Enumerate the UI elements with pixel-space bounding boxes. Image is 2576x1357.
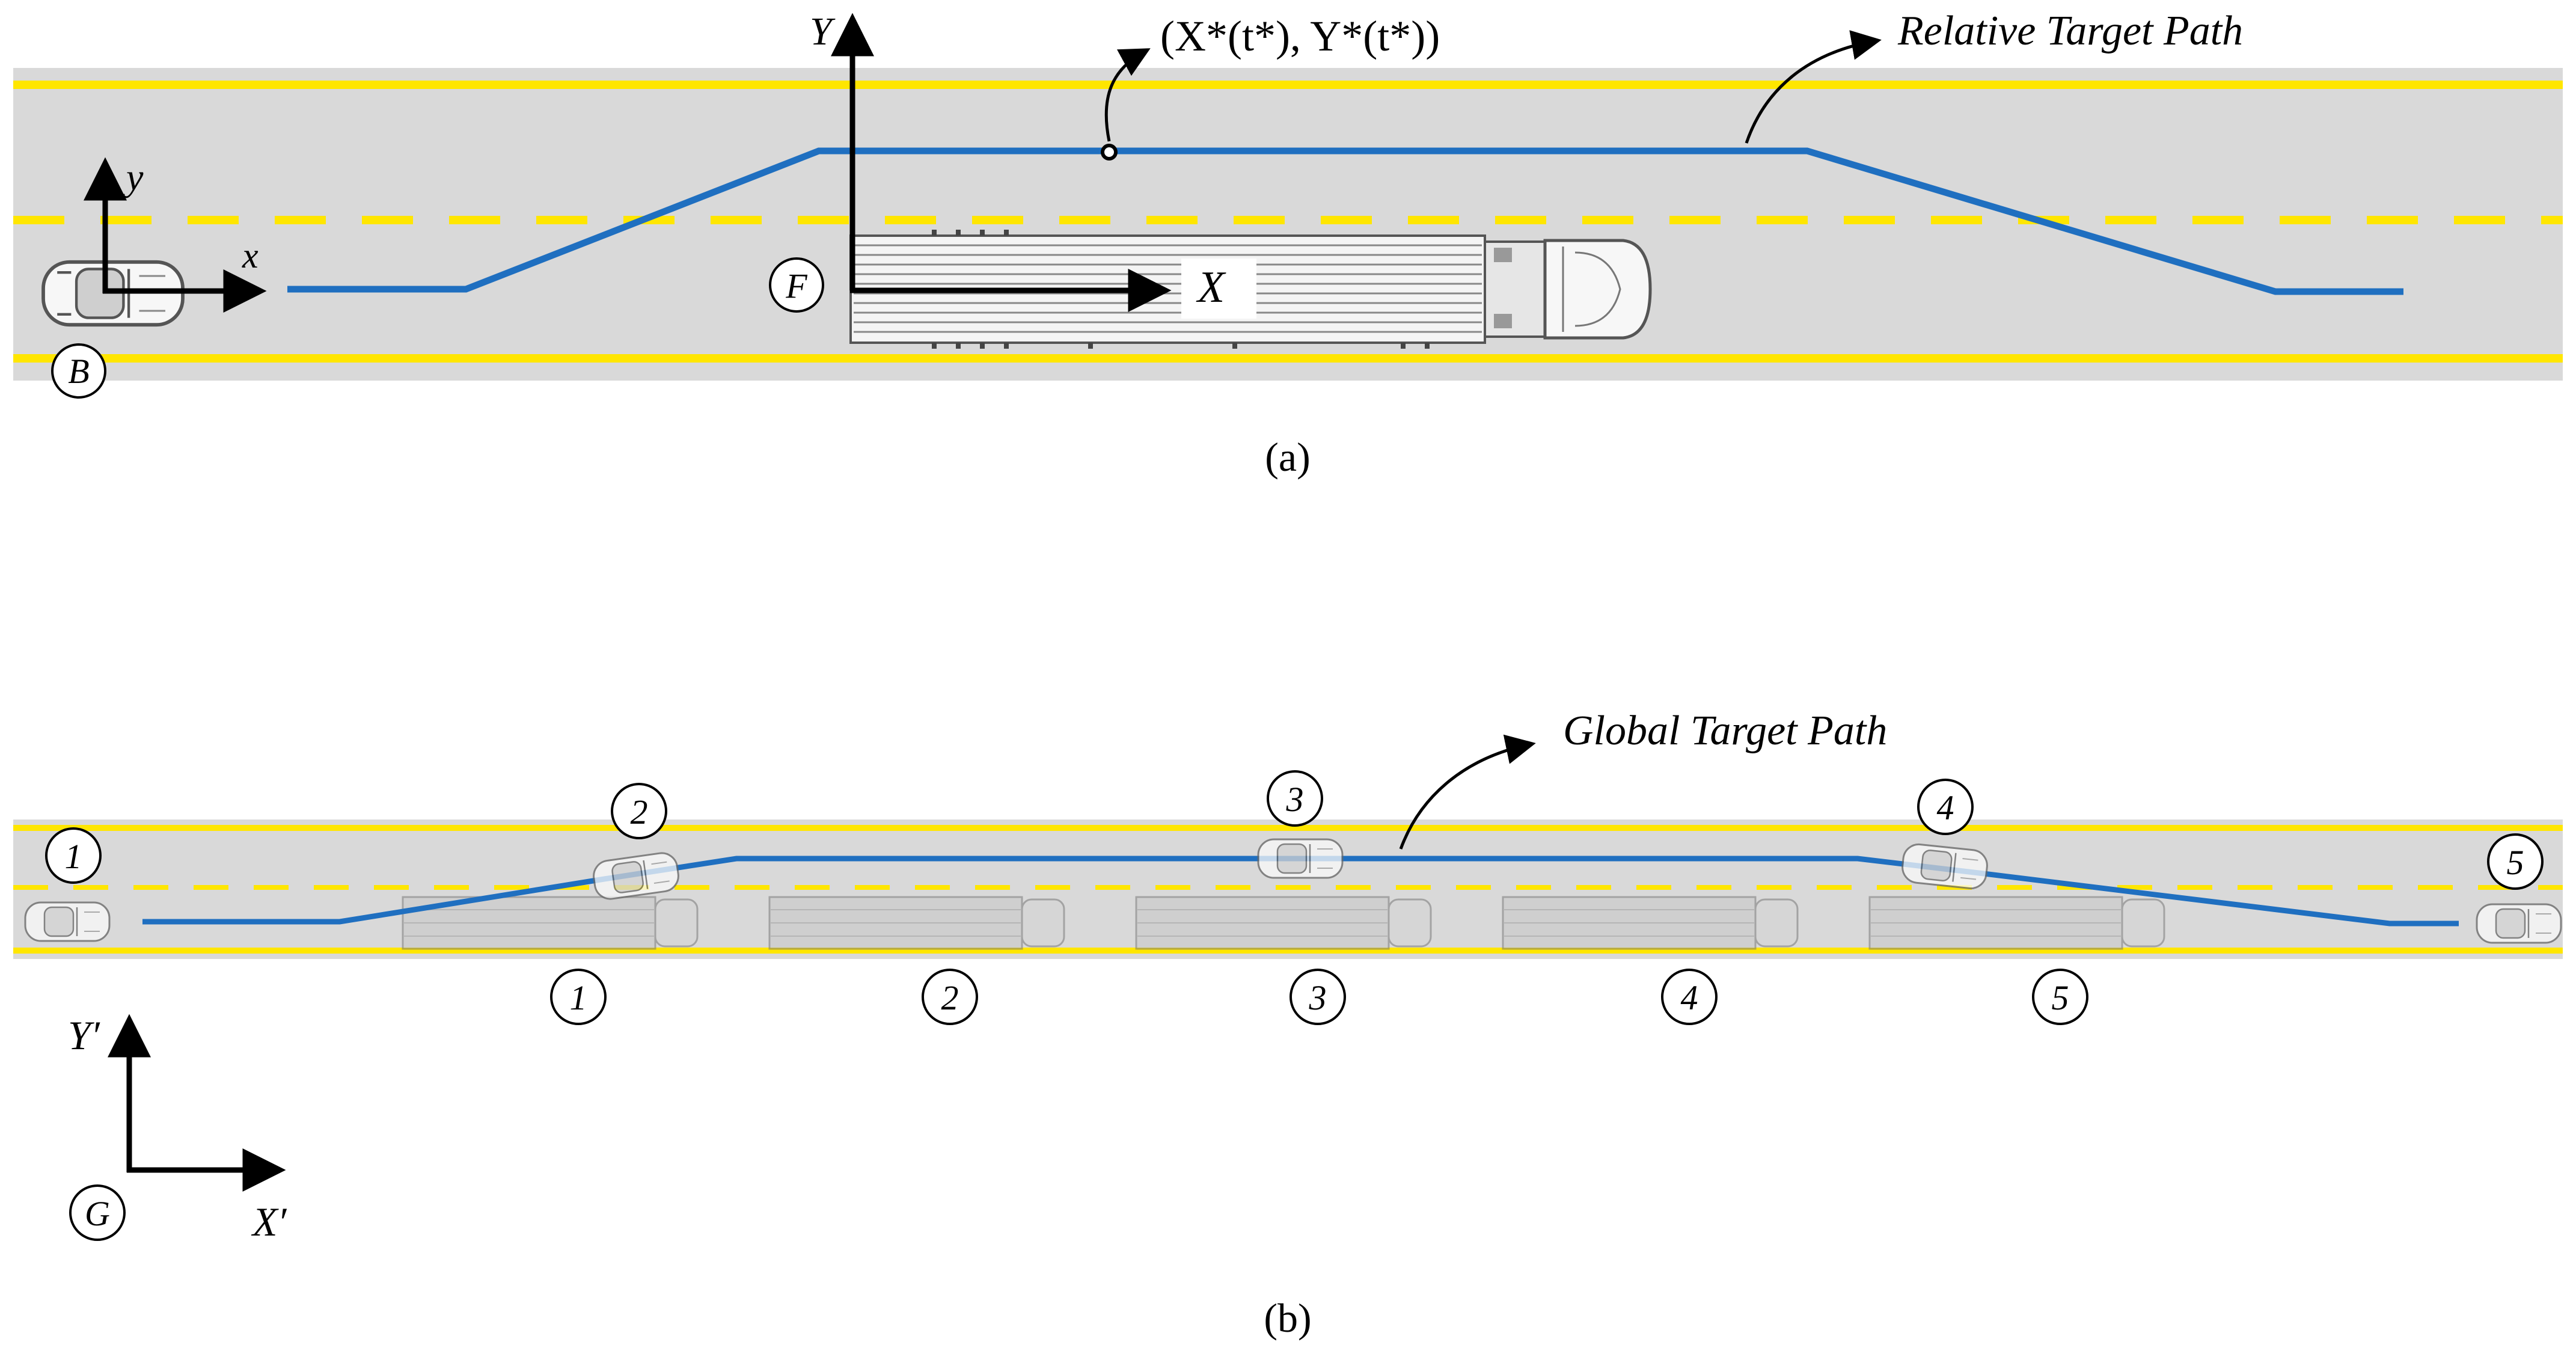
car-position-4-label: 4 — [1937, 788, 1954, 827]
ego-axis-x-label: x — [242, 236, 259, 275]
global-path-label: Global Target Path — [1563, 708, 1887, 754]
car-position-2-circle — [611, 783, 667, 839]
panel-a-caption: (a) — [1265, 434, 1310, 480]
truck-position-4-label: 4 — [1681, 978, 1698, 1017]
truck-position-5-circle — [2032, 969, 2088, 1025]
global-axis-y-label: Y′ — [68, 1012, 100, 1058]
faded-truck-2 — [768, 896, 1065, 950]
car-position-2-label: 2 — [631, 792, 648, 832]
target-point-pointer — [1104, 48, 1151, 142]
car-position-1-icon — [24, 901, 111, 942]
target-point-marker — [1101, 144, 1118, 161]
car-position-3-circle — [1267, 770, 1323, 827]
global-frame-circle — [69, 1184, 126, 1241]
truck-frame-circle — [769, 257, 824, 313]
faded-truck-4 — [1502, 896, 1799, 950]
truck-position-3-label: 3 — [1309, 978, 1327, 1017]
truck-position-2-circle — [922, 969, 978, 1025]
car-position-3-label: 3 — [1286, 780, 1304, 819]
target-point-label: (X*(t*), Y*(t*)) — [1160, 12, 1440, 60]
truck-position-2-label: 2 — [941, 978, 959, 1017]
car-position-5-circle — [2487, 833, 2544, 890]
truck-position-4-circle — [1661, 969, 1718, 1025]
truck-position-1-label: 1 — [570, 978, 587, 1017]
truck-position-1-circle — [550, 969, 607, 1025]
ego-axis-y-label: y — [123, 156, 144, 198]
ego-frame-label: B — [68, 352, 89, 391]
global-axis-x-label: X′ — [251, 1199, 287, 1245]
truck-icon — [849, 230, 1652, 349]
truck-axis-x-label: X — [1196, 263, 1226, 312]
car-position-1-label: 1 — [65, 837, 82, 876]
panel-b: 1 2 3 4 5 1 2 3 4 5 Global Target Path Y… — [13, 708, 2563, 1341]
global-frame-label: G — [85, 1194, 110, 1233]
global-path-pointer — [1399, 734, 1536, 850]
relative-path-label: Relative Target Path — [1897, 8, 2243, 54]
truck-position-3-circle — [1290, 969, 1346, 1025]
truck-x-label-bg — [1181, 259, 1256, 319]
car-position-4-circle — [1917, 779, 1974, 835]
car-position-4-icon — [1900, 842, 1990, 891]
car-position-1-circle — [45, 827, 102, 884]
ego-frame-circle — [51, 343, 106, 399]
car-position-5-label: 5 — [2507, 843, 2524, 882]
truck-frame-label: F — [785, 266, 807, 305]
truck-position-5-label: 5 — [2052, 978, 2069, 1017]
faded-truck-5 — [1868, 896, 2165, 950]
faded-trucks — [402, 896, 2165, 950]
relative-path-pointer — [1745, 30, 1882, 144]
car-position-5-icon — [2476, 903, 2562, 944]
panel-a: y x B Y X F (X*(t*), Y*(t*)) Relative Ta… — [13, 8, 2563, 480]
truck-axis-y-label: Y — [810, 10, 836, 54]
panel-b-caption: (b) — [1264, 1295, 1311, 1341]
car-position-3-icon — [1257, 838, 1344, 879]
relative-target-path — [287, 147, 2403, 295]
faded-truck-3 — [1135, 896, 1432, 950]
